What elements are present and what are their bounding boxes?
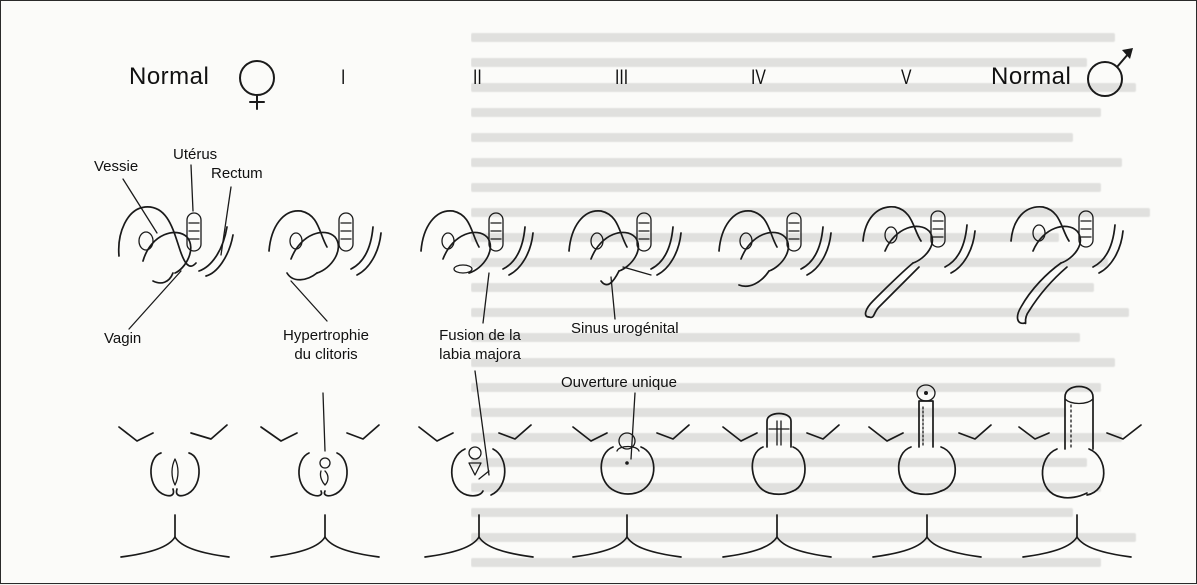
female-sign-icon <box>240 61 274 109</box>
sagittal-stage-1 <box>269 211 381 321</box>
sagittal-stage-2 <box>421 211 533 323</box>
sagittal-stage-5 <box>863 207 975 318</box>
male-sign-icon <box>1088 48 1133 96</box>
anal-clefts <box>121 515 1131 557</box>
sagittal-stage-3 <box>569 211 681 319</box>
sagittal-normal-female <box>119 165 233 329</box>
sagittal-normal-male <box>1011 207 1123 324</box>
external-views <box>119 371 1141 498</box>
sagittal-stage-4 <box>719 211 831 286</box>
